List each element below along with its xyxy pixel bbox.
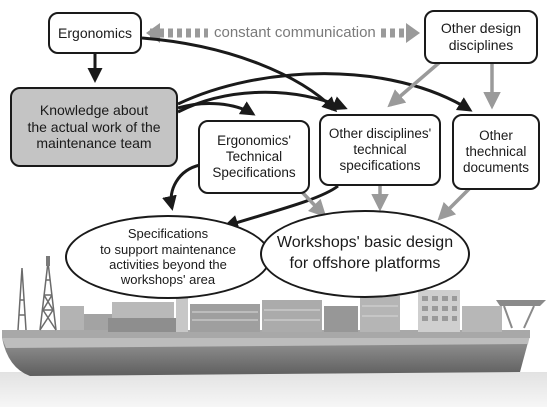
arrow-ergo-spec-to-maint-spec <box>162 163 201 211</box>
maint-spec-label-line3: activities beyond the <box>109 257 227 272</box>
knowledge-label-line2: the actual work of the <box>27 118 161 135</box>
other-design-label-line1: Other design <box>440 20 522 37</box>
knowledge-node: Knowledge about the actual work of the m… <box>10 87 178 167</box>
other-docs-label-line2: thechnical <box>465 143 527 159</box>
other-docs-label-line3: documents <box>462 160 530 176</box>
knowledge-label-line3: maintenance team <box>36 135 152 152</box>
ergonomics-label: Ergonomics <box>58 24 132 41</box>
other-disciplines-technical-specifications-node: Other disciplines' technical specificati… <box>319 114 441 186</box>
maint-spec-label-line4: workshops' area <box>120 272 216 288</box>
arrow-ergo-spec-to-workshops <box>298 188 327 218</box>
dark-arrows <box>87 36 473 230</box>
other-technical-documents-node: Other thechnical documents <box>452 114 540 190</box>
other-docs-label-line1: Other <box>479 127 513 143</box>
arrow-knowledge-to-other-tech-docs <box>177 72 473 112</box>
workshops-label-line1: Workshops' basic design <box>276 234 454 252</box>
arrow-ergonomics-to-other-tech-spec <box>141 36 338 113</box>
maint-spec-label-line2: to support maintenance <box>100 241 236 257</box>
maintenance-specifications-node: Specifications to support maintenance ac… <box>65 215 271 299</box>
arrow-other-spec-to-maint-spec <box>223 184 339 230</box>
other-spec-label-line3: specifications <box>339 158 421 174</box>
arrow-knowledge-to-ergo-spec <box>177 101 256 116</box>
constant-communication-label: constant communication <box>211 24 379 41</box>
other-design-label-line2: disciplines <box>448 37 514 53</box>
ergonomics-node: Ergonomics <box>48 12 142 54</box>
offshore-platform-illustration <box>0 256 547 407</box>
arrow-other-docs-to-workshops <box>437 186 472 221</box>
ergo-spec-label-line2: Technical <box>225 148 283 164</box>
other-spec-label-line1: Other disciplines' <box>328 125 432 141</box>
ergo-spec-label-line3: Specifications <box>212 165 296 181</box>
grey-arrows <box>298 60 501 221</box>
other-design-disciplines-node: Other design disciplines <box>424 10 538 64</box>
ergonomics-technical-specifications-node: Ergonomics' Technical Specifications <box>198 120 310 194</box>
maint-spec-label-line1: Specifications <box>127 226 209 242</box>
knowledge-label-line1: Knowledge about <box>39 101 149 118</box>
other-spec-label-line2: technical <box>353 141 407 157</box>
workshops-label-line2: for offshore platforms <box>289 255 441 272</box>
arrow-knowledge-to-other-tech-spec <box>177 90 348 114</box>
workshops-basic-design-node: Workshops' basic design for offshore pla… <box>260 210 470 298</box>
arrow-other-design-to-other-tech-spec <box>387 60 442 108</box>
ergo-spec-label-line1: Ergonomics' <box>217 132 291 148</box>
